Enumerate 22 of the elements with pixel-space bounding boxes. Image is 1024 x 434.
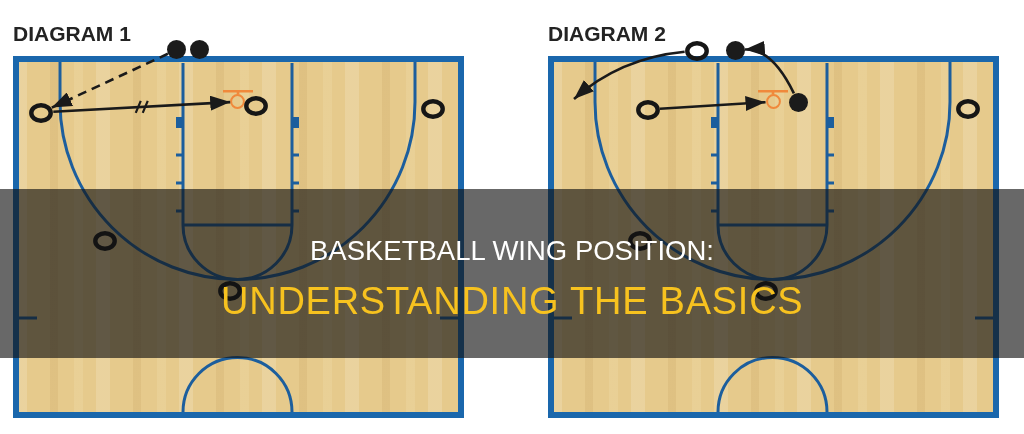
banner-title: BASKETBALL WING POSITION: [310,235,714,267]
curved-arrow [744,42,796,94]
filled-circle-marker [190,40,209,60]
dashed-arrow [51,52,169,109]
open-circle-marker [956,99,981,119]
arrow [53,95,231,114]
open-circle-marker [243,95,268,116]
open-circle-marker [93,231,117,251]
banner-subtitle: UNDERSTANDING THE BASICS [221,285,804,316]
arrow [659,95,766,111]
diagram-heading: DIAGRAM 1 [13,22,131,47]
open-circle-marker [421,99,445,119]
diagram-heading: DIAGRAM 2 [548,22,666,47]
filled-circle-marker [725,40,745,60]
open-circle-marker [29,102,54,123]
filled-circle-marker [788,92,808,112]
open-circle-marker [684,40,709,61]
basketball-hoop [230,94,246,110]
basketball-hoop [765,94,781,110]
curved-arrow [573,50,685,100]
filled-circle-marker [167,40,186,60]
open-circle-marker [636,99,660,120]
